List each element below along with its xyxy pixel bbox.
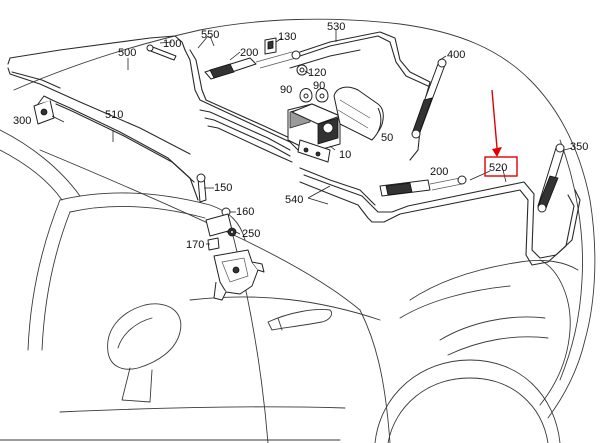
callout-350: 350 xyxy=(570,141,588,153)
part-100-pin xyxy=(146,44,177,61)
part-250-valve xyxy=(205,213,237,237)
part-50-cover xyxy=(333,86,384,141)
part-400-cylinder xyxy=(411,58,447,139)
callout-540: 540 xyxy=(285,194,303,206)
callout-550: 550 xyxy=(201,29,219,41)
callout-50: 50 xyxy=(381,132,393,144)
callout-200-lower: 200 xyxy=(430,166,448,178)
callout-130: 130 xyxy=(278,31,296,43)
car-body-outline xyxy=(0,18,596,443)
callout-500: 500 xyxy=(118,47,136,59)
callout-90-left: 90 xyxy=(280,84,292,96)
callout-200-top: 200 xyxy=(240,47,258,59)
part-130-bracket xyxy=(264,37,277,55)
callout-510: 510 xyxy=(105,109,123,121)
callout-100: 100 xyxy=(163,38,181,50)
callout-250: 250 xyxy=(242,228,260,240)
callout-530: 530 xyxy=(327,21,345,33)
callout-120: 120 xyxy=(308,67,326,79)
part-10-hydraulic-unit xyxy=(287,103,341,163)
callout-170: 170 xyxy=(186,239,204,251)
part-200-cylinder-top xyxy=(204,50,301,80)
callout-labels: 100 550 130 530 500 200 400 120 90 90 30… xyxy=(13,21,588,251)
part-90-clamps xyxy=(299,88,329,103)
callout-520: 520 xyxy=(489,162,507,174)
callout-150: 150 xyxy=(214,182,232,194)
part-170-clip xyxy=(207,237,220,251)
part-150-pin xyxy=(196,173,207,203)
callout-90-right: 90 xyxy=(313,80,325,92)
part-350-cylinder xyxy=(537,143,565,213)
hydraulic-lines xyxy=(7,31,581,266)
callout-300: 300 xyxy=(13,115,31,127)
part-200-cylinder-lower xyxy=(379,175,467,197)
callout-400: 400 xyxy=(447,49,465,61)
part-300-valve xyxy=(33,95,55,125)
leader-lines xyxy=(51,30,573,245)
callout-160: 160 xyxy=(236,206,254,218)
callout-10: 10 xyxy=(339,149,351,161)
part-120-clamp xyxy=(296,64,308,76)
highlight-520 xyxy=(484,89,518,177)
lock-mechanism xyxy=(213,249,265,301)
